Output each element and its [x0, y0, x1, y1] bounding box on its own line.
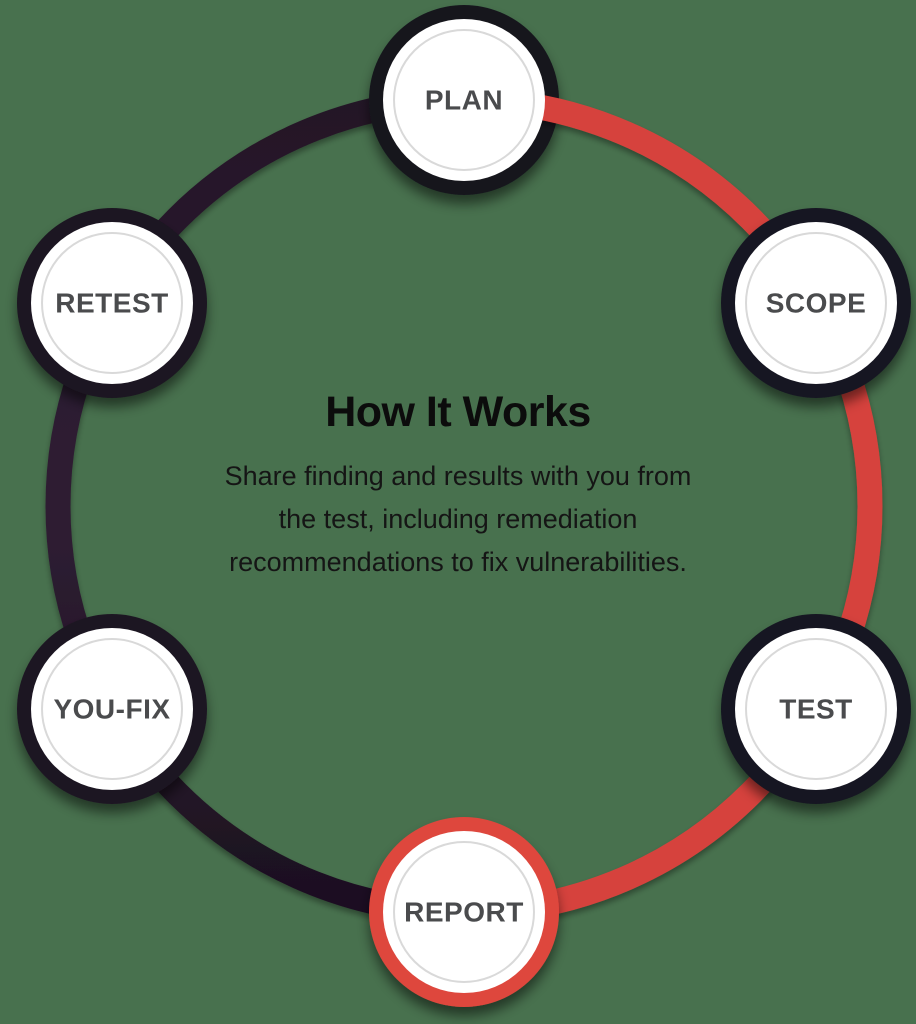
scope-node: SCOPE [721, 208, 911, 398]
report-node: REPORT [369, 817, 559, 1007]
scope-node-label: SCOPE [766, 288, 867, 319]
ring-dark-arc [45, 87, 465, 925]
plan-node-face [383, 19, 545, 181]
report-node-face [383, 831, 545, 993]
retest-node-inner-circle [41, 232, 183, 374]
test-node-inner-circle [745, 638, 887, 780]
ring-red-arc [463, 87, 883, 925]
retest-node-label: RETEST [55, 288, 168, 319]
you-fix-node-face [31, 628, 193, 790]
you-fix-node-inner-circle [41, 638, 183, 780]
test-node: TEST [721, 614, 911, 804]
test-node-label: TEST [779, 694, 853, 725]
retest-node: RETEST [17, 208, 207, 398]
report-node-label: REPORT [404, 897, 524, 928]
scope-node-inner-circle [745, 232, 887, 374]
retest-node-face [31, 222, 193, 384]
scope-node-face [735, 222, 897, 384]
plan-node-inner-circle [393, 29, 535, 171]
plan-node-label: PLAN [425, 85, 503, 116]
report-node-inner-circle [393, 841, 535, 983]
you-fix-node-label: YOU-FIX [53, 694, 170, 725]
you-fix-node: YOU-FIX [17, 614, 207, 804]
test-node-face [735, 628, 897, 790]
